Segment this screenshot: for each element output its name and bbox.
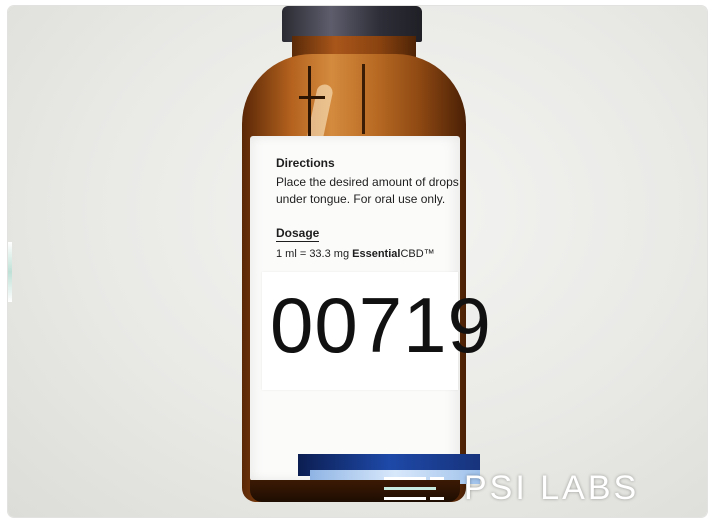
directions-line-1: Place the desired amount of drops	[276, 175, 459, 189]
photo-frame: Directions Place the desired amount of d…	[8, 6, 707, 517]
product-label: Directions Place the desired amount of d…	[250, 136, 491, 484]
dosage-title: Dosage	[276, 226, 320, 242]
dosage-amount: 1 ml = 33.3 mg	[276, 248, 353, 260]
dosage-brand-rest: CBD™	[400, 248, 435, 260]
psi-labs-logo-text: PSI LABS	[464, 468, 640, 507]
bottle-base	[250, 480, 460, 502]
psi-labs-logo-icon	[384, 473, 448, 503]
dropper-tick	[299, 96, 325, 99]
psi-labs-watermark: PSI LABS	[384, 468, 704, 508]
dosage-text: 1 ml = 33.3 mg EssentialCBD™	[276, 248, 435, 260]
dosage-brand-bold: Essential	[352, 248, 401, 260]
directions-line-2: under tongue. For oral use only.	[276, 192, 446, 206]
directions-text: Place the desired amount of drops under …	[276, 174, 466, 208]
dropper-marking-right	[362, 64, 365, 134]
amber-bottle: Directions Place the desired amount of d…	[230, 6, 491, 506]
edge-tint	[8, 242, 12, 302]
sample-sticker	[262, 272, 458, 390]
dropper-marking	[299, 66, 351, 138]
sample-number: 00719	[270, 281, 492, 369]
directions-title: Directions	[276, 156, 335, 170]
